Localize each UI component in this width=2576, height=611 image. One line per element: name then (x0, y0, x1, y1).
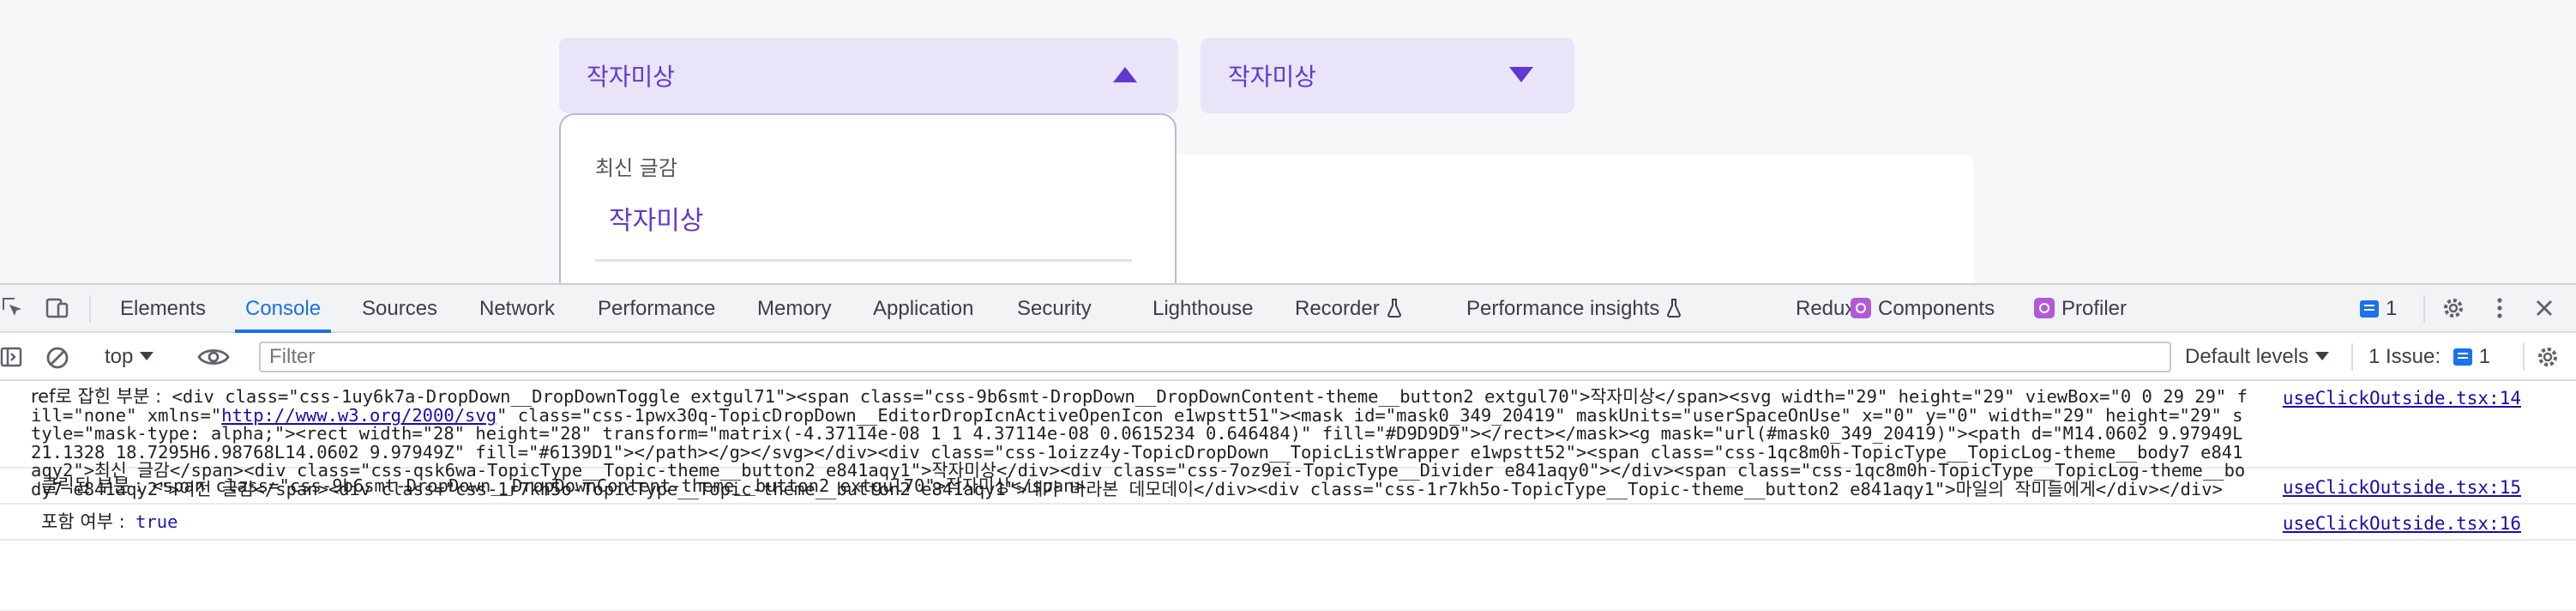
close-icon[interactable] (2531, 295, 2557, 321)
tab-redux[interactable]: Redux (1796, 297, 1856, 320)
console-message-text: 클릭된 부분 : <span class="css-9b6smt-DropDow… (41, 475, 2262, 496)
topic-list-panel: 최신 글감 작자미상 (559, 113, 1177, 283)
tab-application[interactable]: Application (873, 297, 974, 320)
filterbar-divider (2351, 343, 2353, 371)
toolbar-divider (2423, 295, 2425, 323)
react-devtools-icon (2034, 298, 2055, 318)
sidebar-toggle-icon[interactable] (0, 345, 24, 369)
source-link[interactable]: useClickOutside.tsx:14 (2282, 388, 2521, 408)
message-count: 1 (2386, 297, 2398, 320)
context-selector-label: top (105, 345, 134, 368)
devtools-panel: Elements Console Sources Network Perform… (0, 283, 2576, 609)
dropdown-selected-label: 작자미상 (587, 63, 676, 91)
clear-console-icon[interactable] (45, 345, 70, 371)
message-icon (2360, 300, 2379, 318)
issues-count: 1 (2478, 345, 2491, 368)
tab-network[interactable]: Network (479, 297, 556, 320)
log-label: 클릭된 부분 : (41, 475, 142, 496)
log-label: 포함 여부 : (41, 511, 125, 532)
tab-performance-insights-label: Performance insights (1466, 297, 1660, 320)
chevron-up-icon (1113, 67, 1137, 82)
content-card (1149, 154, 1974, 283)
context-selector[interactable]: top (105, 333, 154, 381)
caret-down-icon (140, 352, 154, 360)
chevron-down-icon (1509, 67, 1533, 82)
log-value: <div class="css-1uy6k7a-DropDown__DropDo… (31, 386, 2248, 426)
tab-recorder[interactable]: Recorder (1295, 285, 1402, 333)
topic-item[interactable]: 작자미상 (609, 206, 704, 236)
tab-profiler[interactable]: Profiler (2034, 285, 2127, 333)
log-label: ref로 잡힌 부분 : (31, 386, 162, 407)
console-message: 클릭된 부분 : <span class="css-9b6smt-DropDow… (0, 470, 2576, 505)
tab-console[interactable]: Console (234, 285, 332, 333)
tab-elements[interactable]: Elements (120, 297, 207, 320)
topic-dropdown-toggle-closed[interactable]: 작자미상 (1201, 38, 1574, 113)
console-message: ref로 잡힌 부분 : <div class="css-1uy6k7a-Dro… (0, 383, 2576, 498)
page-viewport: 작자미상 작자미상 최신 글감 작자미상 (0, 0, 2576, 283)
console-message: 포함 여부 : true useClickOutside.tsx:16 (0, 506, 2576, 541)
tab-security[interactable]: Security (1017, 297, 1092, 320)
inspect-element-icon[interactable] (0, 295, 26, 321)
log-value-boolean: true (135, 511, 178, 532)
toolbar-divider (89, 295, 91, 323)
tab-performance-insights[interactable]: Performance insights (1466, 285, 1682, 333)
log-levels-label: Default levels (2185, 345, 2309, 368)
tab-memory[interactable]: Memory (757, 297, 832, 320)
issues-label: 1 Issue: (2368, 345, 2441, 368)
devtools-tabbar: Elements Console Sources Network Perform… (0, 285, 2576, 333)
tab-sources[interactable]: Sources (362, 297, 438, 320)
tab-lighthouse[interactable]: Lighthouse (1153, 297, 1254, 320)
console-filter-input[interactable] (259, 342, 2171, 372)
eye-icon[interactable] (197, 345, 230, 369)
topic-divider (595, 259, 1132, 262)
message-count-badge[interactable]: 1 (2360, 297, 2397, 321)
console-messages: ref로 잡힌 부분 : <div class="css-1uy6k7a-Dro… (0, 383, 2576, 611)
source-link[interactable]: useClickOutside.tsx:15 (2282, 477, 2521, 498)
gear-icon[interactable] (2441, 295, 2466, 321)
device-toolbar-icon[interactable] (45, 295, 70, 321)
tab-performance[interactable]: Performance (598, 297, 716, 320)
log-value-continued: " class="css-1pwx30q-TopicDropDown__Edit… (31, 404, 2246, 499)
dropdown-selected-label-2: 작자미상 (1228, 63, 1317, 91)
topic-dropdown-toggle-open[interactable]: 작자미상 (559, 38, 1178, 113)
issue-icon (2453, 348, 2472, 366)
caret-down-icon (2315, 352, 2330, 360)
console-filterbar: top Default levels 1 Issue: 1 (0, 333, 2576, 381)
topic-log-label: 최신 글감 (595, 156, 677, 180)
tab-components[interactable]: Components (1851, 285, 1995, 333)
console-message-text: ref로 잡힌 부분 : <div class="css-1uy6k7a-Dro… (31, 386, 2252, 499)
issues-counter[interactable]: 1 Issue: 1 (2368, 333, 2490, 381)
flask-icon (1667, 299, 1682, 318)
log-link[interactable]: http://www.w3.org/2000/svg (221, 404, 497, 426)
tab-recorder-label: Recorder (1295, 297, 1380, 320)
log-levels-selector[interactable]: Default levels (2185, 333, 2330, 381)
more-options-icon[interactable] (2487, 295, 2513, 321)
react-devtools-icon (1851, 298, 1871, 318)
tab-components-label: Components (1878, 297, 1995, 320)
flask-icon (1387, 299, 1401, 318)
filterbar-divider (2523, 343, 2525, 371)
console-settings-gear-icon[interactable] (2535, 344, 2561, 370)
tab-profiler-label: Profiler (2061, 297, 2128, 320)
log-value: <span class="css-9b6smt-DropDown__DropDo… (141, 475, 1085, 496)
console-message-text: 포함 여부 : true (41, 511, 2262, 532)
source-link[interactable]: useClickOutside.tsx:16 (2282, 513, 2521, 534)
